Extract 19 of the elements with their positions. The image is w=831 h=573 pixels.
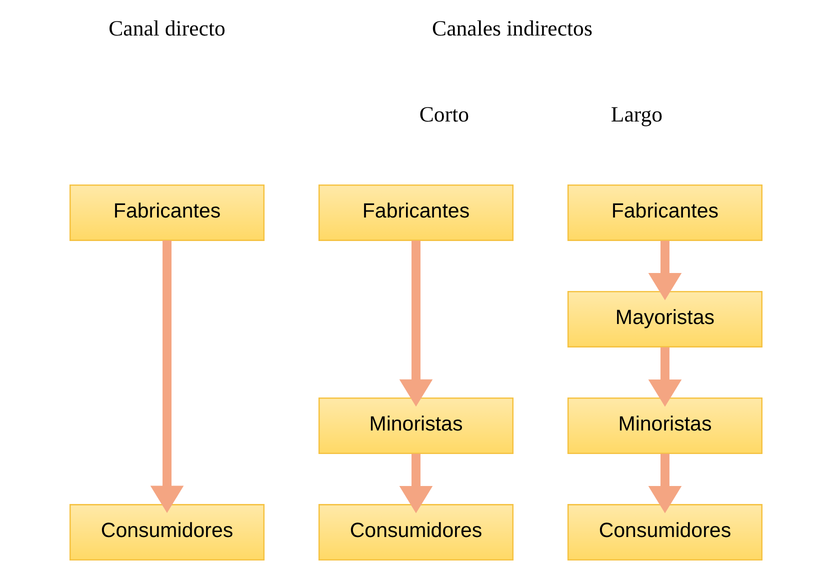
node-box: Consumidores xyxy=(566,504,762,560)
arrow xyxy=(648,240,682,300)
node-box: Fabricantes xyxy=(566,184,762,241)
label: Largo xyxy=(610,102,662,127)
arrow xyxy=(398,454,432,514)
node-box: Mayoristas xyxy=(566,291,762,348)
arrow xyxy=(398,240,432,407)
node-box: Fabricantes xyxy=(69,184,264,241)
label: Canales indirectos xyxy=(432,16,592,41)
node-box: Consumidores xyxy=(69,504,264,560)
node-box: Minoristas xyxy=(566,398,762,454)
arrow xyxy=(648,454,682,514)
node-box: Fabricantes xyxy=(318,184,514,241)
node-box: Consumidores xyxy=(318,504,514,560)
node-box: Minoristas xyxy=(318,398,514,454)
arrow xyxy=(648,347,682,407)
label: Canal directo xyxy=(108,16,225,41)
label: Corto xyxy=(418,102,469,127)
arrow xyxy=(150,240,184,513)
